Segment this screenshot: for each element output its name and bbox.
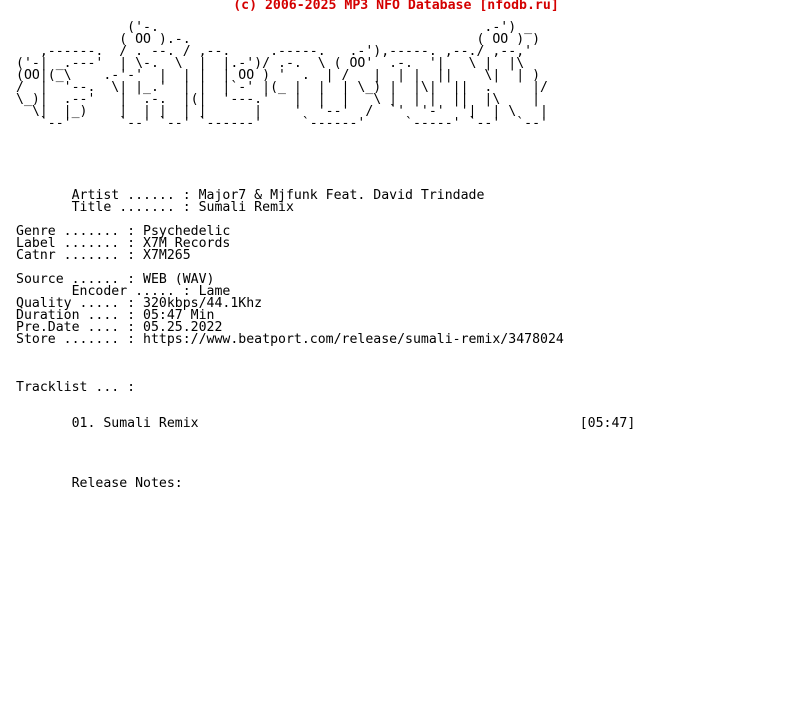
quality-line: Quality ..... : 320kbps/44.1Khz bbox=[16, 296, 263, 311]
track-line: 01. Sumali Remix [05:47] bbox=[16, 416, 636, 431]
release-notes-heading: Release Notes: bbox=[16, 476, 183, 491]
predate-line: Pre.Date .... : 05.25.2022 bbox=[16, 320, 223, 335]
store-line: Store ....... : https://www.beatport.com… bbox=[16, 332, 564, 347]
copyright-header: (c) 2006-2025 MP3 NFO Database [nfodb.ru… bbox=[233, 0, 559, 13]
ascii-logo-line: ,------. / . --. / ,--. .-----. .-'),---… bbox=[16, 44, 533, 59]
ascii-logo-line: ('-. .-') _ bbox=[16, 20, 533, 35]
ascii-logo-line: (OO|(_\ .-'-' | | | | OO ) ' . | / | | |… bbox=[16, 68, 541, 83]
tracklist-heading: Tracklist ... : bbox=[16, 380, 136, 395]
ascii-logo-line: ('-| _.---' | \-. \ | |.-')/ .-. \ ( OO'… bbox=[16, 56, 525, 71]
ascii-logo-line: `--' `--' `--' `------' `------' `-----'… bbox=[16, 116, 548, 131]
ascii-logo-line: / | '--. \| |_.' | | |`-' |(_ | | | \_) … bbox=[16, 80, 548, 95]
encoder-line: Encoder ..... : Lame bbox=[16, 284, 231, 299]
ascii-logo-line: \_)| .--' | .-. |(| '---.' | | | \ | | |… bbox=[16, 92, 541, 107]
artist-line: Artist ...... : Major7 & Mjfunk Feat. Da… bbox=[16, 188, 485, 203]
ascii-logo-line: ( OO ).-. ( OO ) ) bbox=[16, 32, 541, 47]
genre-line: Genre ....... : Psychedelic bbox=[16, 224, 231, 239]
label-line: Label ....... : X7M Records bbox=[16, 236, 231, 251]
duration-line: Duration .... : 05:47 Min bbox=[16, 308, 215, 323]
source-line: Source ...... : WEB (WAV) bbox=[16, 272, 215, 287]
catnr-line: Catnr ....... : X7M265 bbox=[16, 248, 191, 263]
title-line: Title ....... : Sumali Remix bbox=[16, 200, 294, 215]
ascii-logo-line: \| |_) | | | | | | ' '--' / `' '-' '| | … bbox=[16, 104, 548, 119]
